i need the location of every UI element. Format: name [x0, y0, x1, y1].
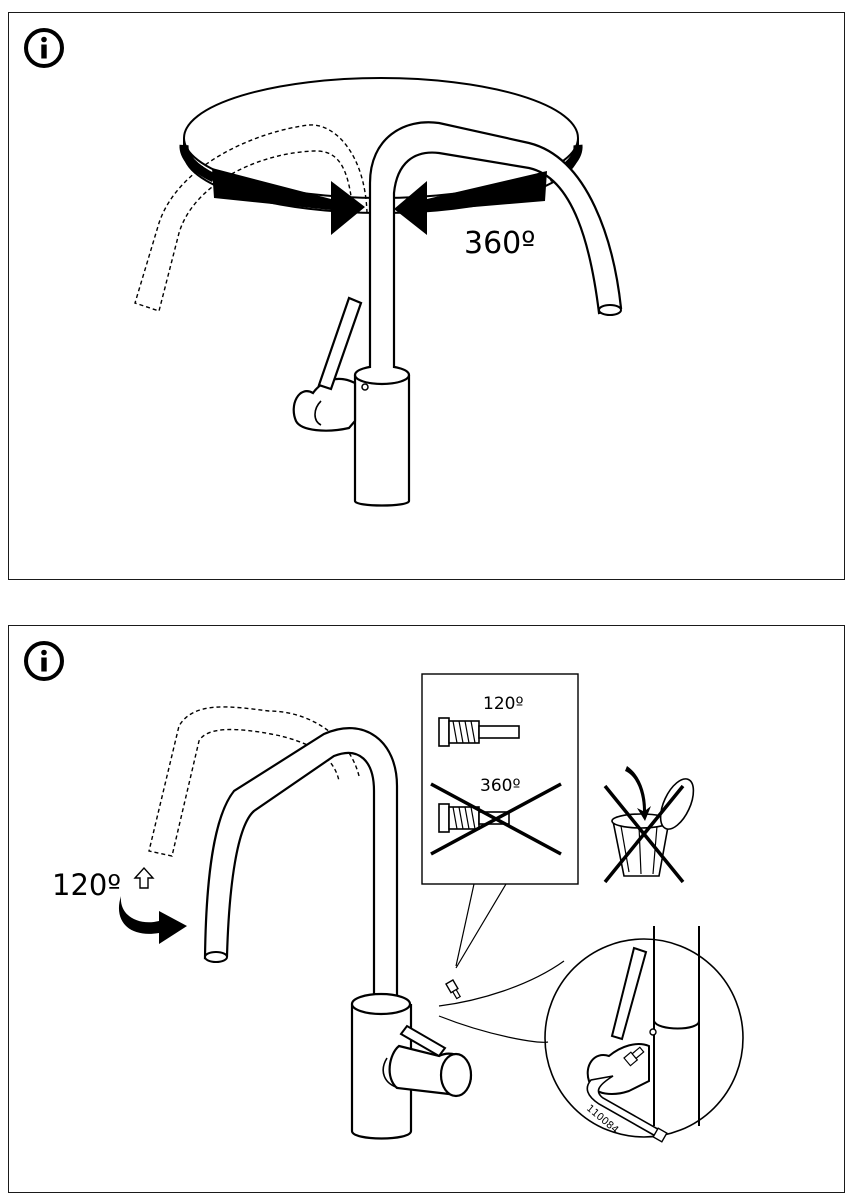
- panel-swivel-120: 120º 120º 360º 110084: [8, 625, 845, 1193]
- panel-swivel-360: 360º: [8, 12, 845, 580]
- info-icon: [24, 28, 64, 68]
- info-icon: [24, 641, 64, 681]
- inset-allowed-120-label: 120º: [483, 694, 524, 714]
- rotation-360-label: 360º: [464, 226, 536, 261]
- rotation-120-label: 120º: [52, 868, 122, 902]
- inset-forbidden-360-label: 360º: [480, 776, 521, 796]
- faucet-120-illustration: [118, 673, 744, 1143]
- faucet-swivel-illustration: [134, 77, 623, 507]
